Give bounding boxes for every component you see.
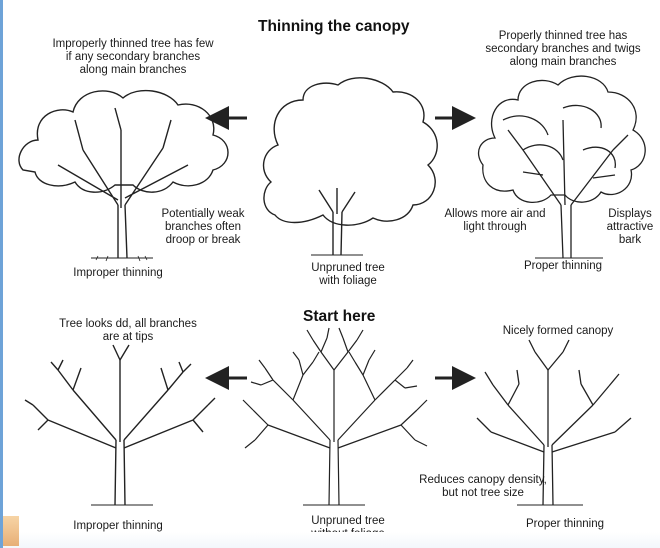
caption-improper-top: Improper thinning xyxy=(73,267,163,279)
note-line: but not tree size xyxy=(442,487,524,499)
bottom-fade xyxy=(3,532,660,548)
title-bottom: Start here xyxy=(303,308,376,325)
note-line: Tree looks dd, all branches xyxy=(59,318,197,330)
caption-proper-bottom: Proper thinning xyxy=(526,518,604,530)
caption-improper-bottom: Improper thinning xyxy=(73,520,163,532)
note-line: Improperly thinned tree has few xyxy=(52,38,214,50)
note-line: along main branches xyxy=(509,56,617,68)
note-improper-top: Improperly thinned tree has few if any s… xyxy=(23,38,243,77)
caption-line: Unpruned tree xyxy=(311,515,385,527)
note-reduces-density: Reduces canopy density, but not tree siz… xyxy=(403,474,563,500)
caption-unpruned-foliage: Unpruned tree with foliage xyxy=(293,262,403,288)
diagram-artwork xyxy=(18,75,646,506)
note-weak-branches: Potentially weak branches often droop or… xyxy=(148,208,258,247)
note-line: if any secondary branches xyxy=(65,51,201,63)
note-line: secondary branches and twigs xyxy=(485,43,641,55)
note-air-light: Allows more air and light through xyxy=(435,208,555,234)
note-line: are at tips xyxy=(102,331,154,343)
caption-line: with foliage xyxy=(319,275,377,287)
note-line: Allows more air and xyxy=(444,208,546,220)
note-attractive-bark: Displays attractive bark xyxy=(603,208,657,247)
corner-decoration xyxy=(3,516,19,546)
tree-proper-thinning-foliage xyxy=(478,75,646,259)
note-line: along main branches xyxy=(79,64,187,76)
note-proper-top: Properly thinned tree has secondary bran… xyxy=(473,30,653,69)
tree-unpruned-foliage xyxy=(262,77,438,256)
note-nicely-formed: Nicely formed canopy xyxy=(502,325,614,337)
note-line: Properly thinned tree has xyxy=(498,30,628,42)
caption-proper-top: Proper thinning xyxy=(524,260,602,272)
note-line: Displays xyxy=(608,208,652,220)
note-line: light through xyxy=(463,221,527,233)
note-line: droop or break xyxy=(165,234,241,246)
title-top: Thinning the canopy xyxy=(258,18,410,35)
tree-improper-thinning-bare xyxy=(24,344,216,506)
tree-improper-thinning-foliage xyxy=(18,89,229,262)
note-line: branches often xyxy=(164,221,242,233)
note-line: bark xyxy=(618,234,642,246)
note-line: attractive xyxy=(606,221,654,233)
tree-proper-thinning-bare xyxy=(476,339,632,506)
tree-unpruned-bare xyxy=(242,327,428,506)
note-line: Reduces canopy density, xyxy=(419,474,547,486)
caption-line: Unpruned tree xyxy=(311,262,385,274)
note-line: Potentially weak xyxy=(161,208,245,220)
note-improper-bottom: Tree looks dd, all branches are at tips xyxy=(23,318,233,344)
